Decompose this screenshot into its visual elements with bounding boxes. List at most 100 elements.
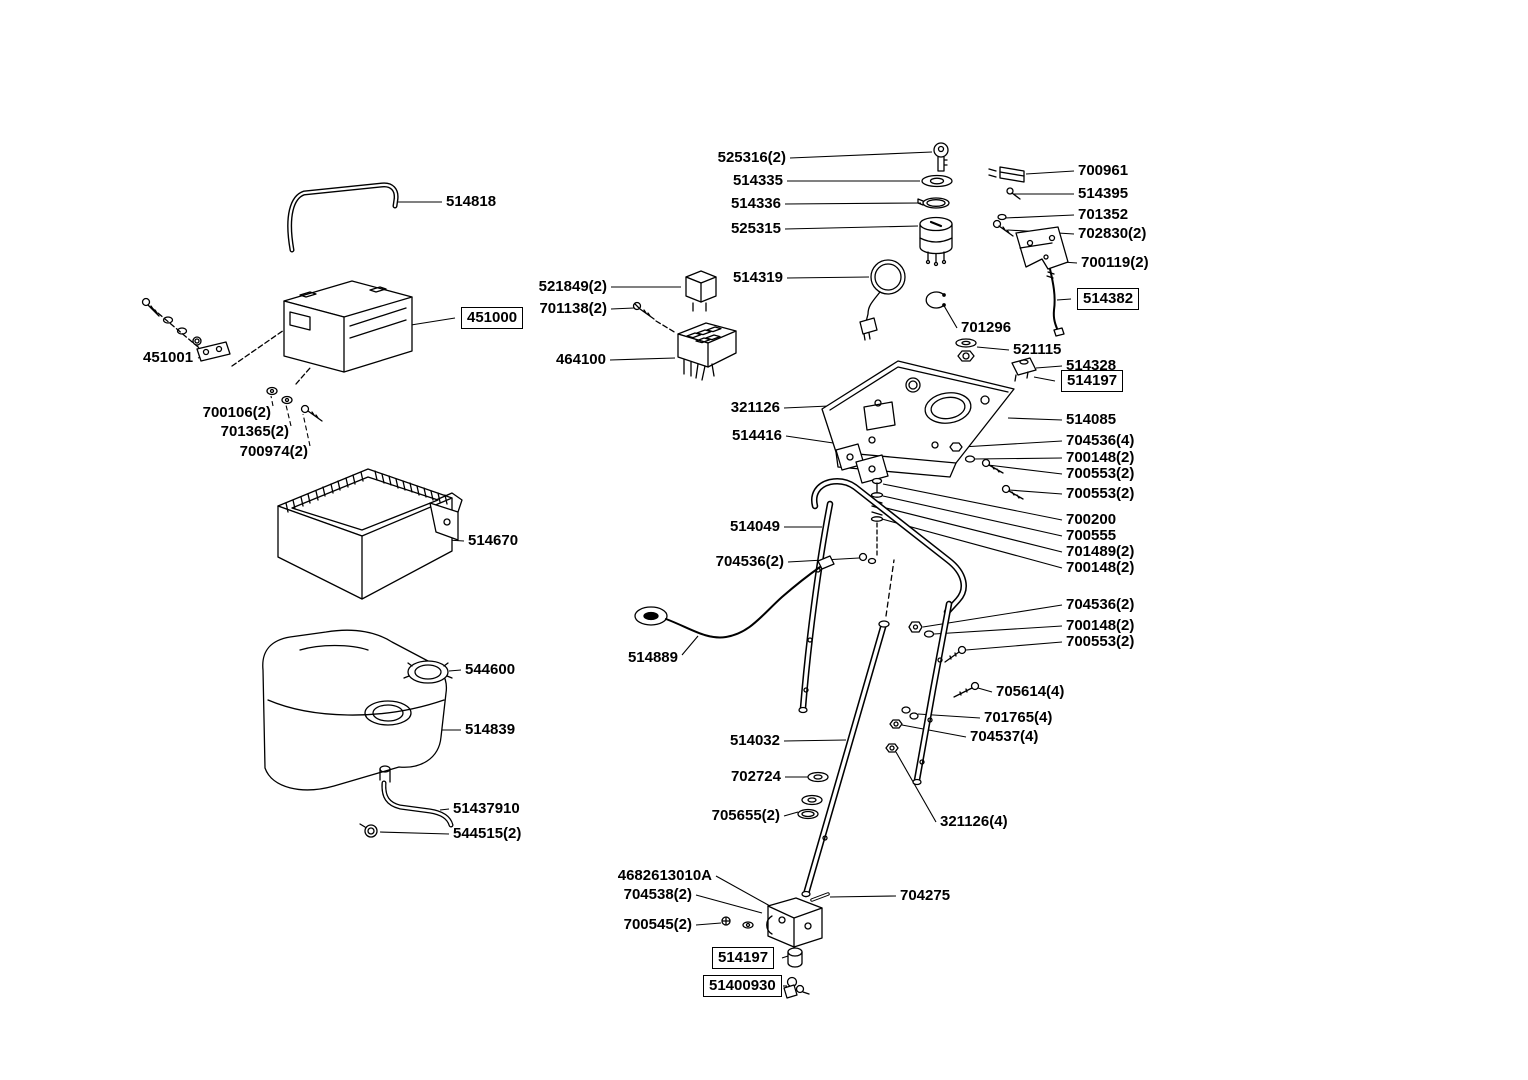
- fuel-hose-art: [381, 780, 454, 828]
- leader-line-544600: [448, 669, 462, 672]
- shaft-washers-art: [797, 771, 829, 820]
- part-label-525315: 525315: [730, 220, 781, 237]
- relay-art: [685, 270, 717, 312]
- hose-clamp-art: [359, 823, 378, 838]
- part-label-514335: 514335: [732, 172, 783, 189]
- small-switch-art: [1011, 357, 1037, 382]
- part-label-514319: 514319: [732, 269, 783, 286]
- leader-line-5253162: [789, 151, 933, 159]
- part-label-514416: 514416: [731, 427, 782, 444]
- leader-line-7011382: [610, 307, 635, 310]
- part-label-514889: 514889: [627, 649, 678, 666]
- part-label-5253162: 525316(2): [717, 149, 786, 166]
- leader-line-7056552: [783, 811, 799, 817]
- leader-line-525315: [784, 225, 919, 230]
- leader-line-7056144: [977, 687, 993, 693]
- leader-line-514085: [1007, 417, 1063, 421]
- snap-ring-art: [925, 291, 946, 309]
- part-label-3211264: 321126(4): [940, 813, 1008, 830]
- part-label-7056552: 705655(2): [711, 807, 780, 824]
- leader-line-704275: [829, 895, 897, 898]
- part-label-7028302: 702830(2): [1078, 225, 1147, 242]
- ignition-ring-art: [917, 197, 950, 209]
- leader-line-700555: [882, 495, 1063, 537]
- part-label-702724: 702724: [730, 768, 781, 785]
- part-label-521115: 521115: [1013, 341, 1062, 358]
- part-label-514395: 514395: [1078, 185, 1129, 202]
- leader-line-7001482: [973, 457, 1063, 460]
- part-label-7014892: 701489(2): [1066, 543, 1135, 560]
- part-label-7013652: 701365(2): [220, 423, 289, 440]
- part-label-514382: 514382: [1077, 287, 1140, 310]
- part-label-7045362: 704536(2): [715, 553, 784, 570]
- leader-line-514382: [1056, 298, 1072, 301]
- leader-line-7013652: [285, 404, 292, 427]
- ignition-washer-art: [921, 174, 953, 188]
- leader-line-7005452: [695, 922, 722, 926]
- part-label-7045362: 704536(2): [1066, 596, 1135, 613]
- column-fasteners-art: [885, 621, 980, 753]
- part-label-7001192: 700119(2): [1081, 254, 1149, 271]
- leader-line-514197: [1033, 376, 1056, 382]
- part-label-464100: 464100: [555, 351, 606, 368]
- part-label-7001062: 700106(2): [202, 404, 271, 421]
- leader-line-464100: [609, 357, 676, 361]
- part-label-704275: 704275: [900, 887, 951, 904]
- leader-line-514197: [781, 955, 789, 959]
- part-label-5218492: 521849(2): [538, 278, 607, 295]
- panel-screws-art: [949, 442, 1024, 500]
- leader-line-7045364: [961, 440, 1063, 448]
- part-label-514032: 514032: [729, 732, 780, 749]
- part-label-700200: 700200: [1066, 511, 1117, 528]
- battery-clamp-art: [196, 341, 231, 362]
- leader-line-514416: [785, 435, 841, 445]
- part-label-7001482: 700148(2): [1066, 559, 1135, 576]
- battery-art: [231, 280, 413, 385]
- part-label-514670: 514670: [468, 532, 519, 549]
- part-label-7045374: 704537(4): [970, 728, 1039, 745]
- ignition-key-art: [933, 142, 949, 172]
- leader-line-7014892: [881, 506, 1063, 553]
- upper-frame-art: [798, 477, 967, 786]
- hour-meter-art: [859, 259, 906, 341]
- part-label-514085: 514085: [1066, 411, 1117, 428]
- fuel-cap-art: [403, 660, 453, 684]
- part-label-514336: 514336: [730, 195, 781, 212]
- leader-line-7005532: [1008, 489, 1063, 495]
- leader-line-514889: [681, 635, 699, 656]
- part-label-7001482: 700148(2): [1066, 449, 1135, 466]
- part-label-7045364: 704536(4): [1066, 432, 1135, 449]
- parts-art-layer: [141, 142, 1069, 999]
- washer-nut-art: [955, 338, 977, 362]
- part-label-7001482: 700148(2): [1066, 617, 1135, 634]
- fuse-block-art: [677, 322, 737, 381]
- lower-bracket-art: [721, 892, 830, 948]
- battery-rod-art: [287, 182, 399, 253]
- battery-screws-art: [141, 297, 323, 422]
- part-label-7009742: 700974(2): [239, 443, 308, 460]
- leader-line-514319: [786, 276, 870, 279]
- leader-line-7009742: [302, 413, 311, 447]
- relay-screw-art: [632, 301, 677, 334]
- leader-line-5445152: [379, 831, 450, 835]
- leader-line-7001482: [881, 518, 1063, 569]
- part-label-514049: 514049: [729, 518, 780, 535]
- part-label-4682613010A: 4682613010A: [617, 867, 712, 884]
- part-label-701352: 701352: [1078, 206, 1129, 223]
- part-label-451001: 451001: [143, 349, 194, 366]
- part-label-7005532: 700553(2): [1066, 485, 1135, 502]
- leader-line-7045382: [695, 894, 763, 914]
- bolt-stack-art: [870, 477, 884, 557]
- part-label-451000: 451000: [461, 306, 524, 329]
- part-label-514197: 514197: [1061, 369, 1124, 392]
- leader-line-7005532: [987, 464, 1063, 475]
- leader-line-451000: [410, 317, 456, 326]
- part-label-51400930: 51400930: [703, 974, 782, 997]
- part-label-7045382: 704538(2): [623, 886, 692, 903]
- part-label-7005452: 700545(2): [623, 916, 692, 933]
- leader-line-700961: [1025, 170, 1075, 175]
- leader-line-514336: [784, 202, 922, 205]
